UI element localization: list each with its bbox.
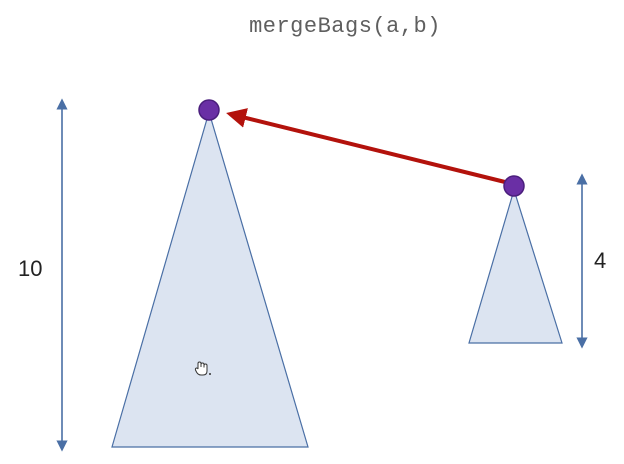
link-arrow [226, 108, 506, 184]
bag-a-height-label: 10 [18, 256, 42, 281]
bag-a-root-node [198, 99, 220, 121]
bag-a-triangle [111, 109, 309, 448]
bag-b-root-node [503, 175, 525, 197]
slide-title: mergeBags(a,b) [249, 14, 441, 39]
hand-cursor-icon [194, 361, 211, 376]
bag-b-height-label: 4 [594, 248, 606, 273]
bag-b-triangle [468, 187, 563, 344]
